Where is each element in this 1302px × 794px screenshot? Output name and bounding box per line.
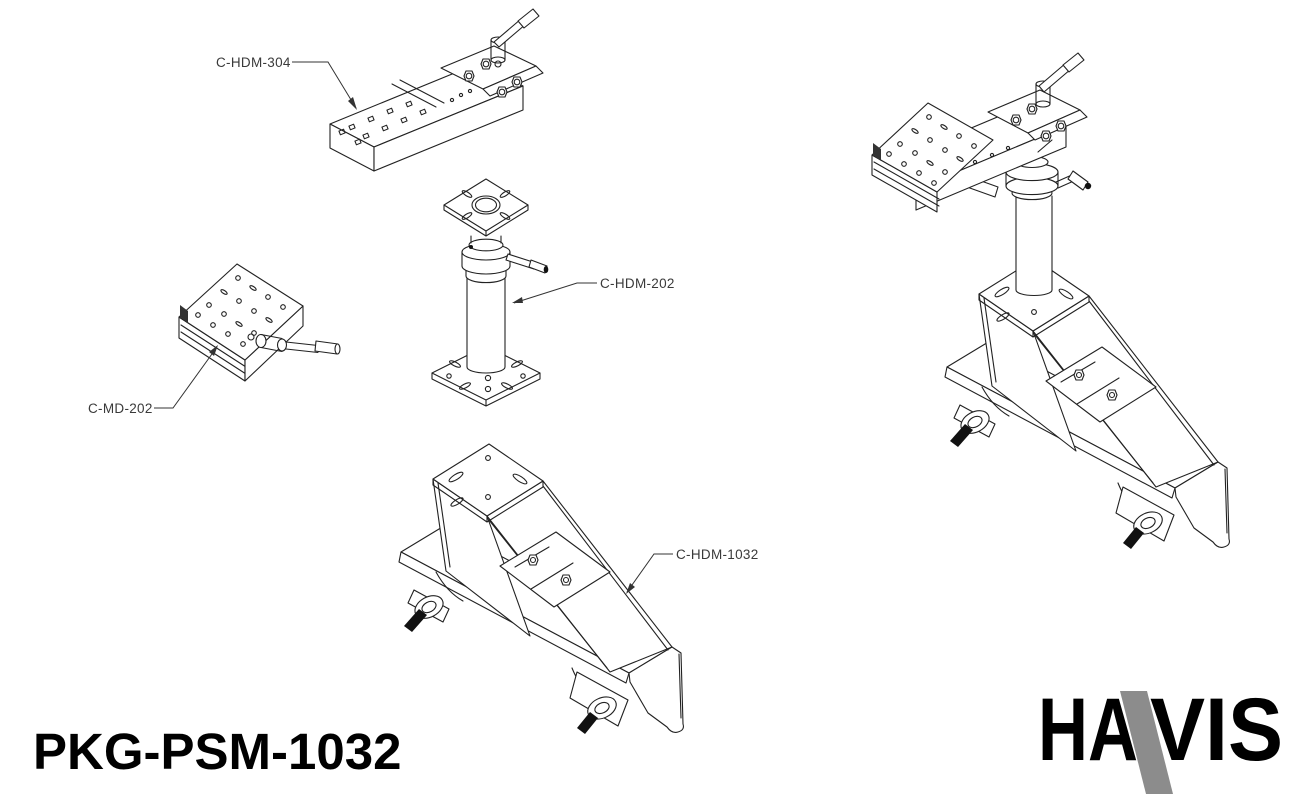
tray-clamp-lever [490,8,540,68]
assembled-mount-plate [871,102,994,213]
drawing-c-hdm-1032 [398,443,684,735]
arrowhead-c-hdm-202 [512,297,523,303]
callout-c-hdm-1032: C-HDM-1032 [676,547,759,562]
tray-hex-bolts [449,58,523,103]
pole-top-plate [443,178,529,232]
leader-c-hdm-202 [513,282,597,304]
drawing-c-hdm-304 [329,8,544,172]
assembled-base [944,258,1230,550]
leader-c-hdm-304 [292,61,357,109]
leader-c-hdm-1032 [626,553,673,593]
callout-c-md-202: C-MD-202 [88,401,153,416]
callout-leaders [154,61,673,594]
tray-square-holes [338,100,427,146]
drawing-assembled-unit [871,52,1230,550]
md-plate-top-face [178,263,304,361]
arrowhead-c-hdm-1032 [626,583,635,594]
leader-c-md-202 [154,346,218,409]
assembled-pole [1015,195,1053,291]
assembled-right-handle [1055,170,1092,191]
drawing-c-hdm-202 [431,178,549,407]
logo-text-right: VIS [1150,687,1283,779]
md-plate-handle [247,333,341,355]
callout-c-hdm-202: C-HDM-202 [600,276,675,291]
package-title: PKG-PSM-1032 [33,723,402,780]
tray-slide-divider [391,79,445,108]
arrowhead-c-hdm-304 [348,97,357,110]
md-plate-holes [195,275,286,347]
logo-stripe [1120,691,1173,794]
drawing-c-md-202 [178,263,341,382]
callout-c-hdm-304: C-HDM-304 [216,55,291,70]
havis-logo: HA VIS [1036,679,1290,794]
pole-clamp-handle [505,253,549,274]
arrowhead-c-md-202 [209,345,218,356]
pole-tube [466,269,506,368]
